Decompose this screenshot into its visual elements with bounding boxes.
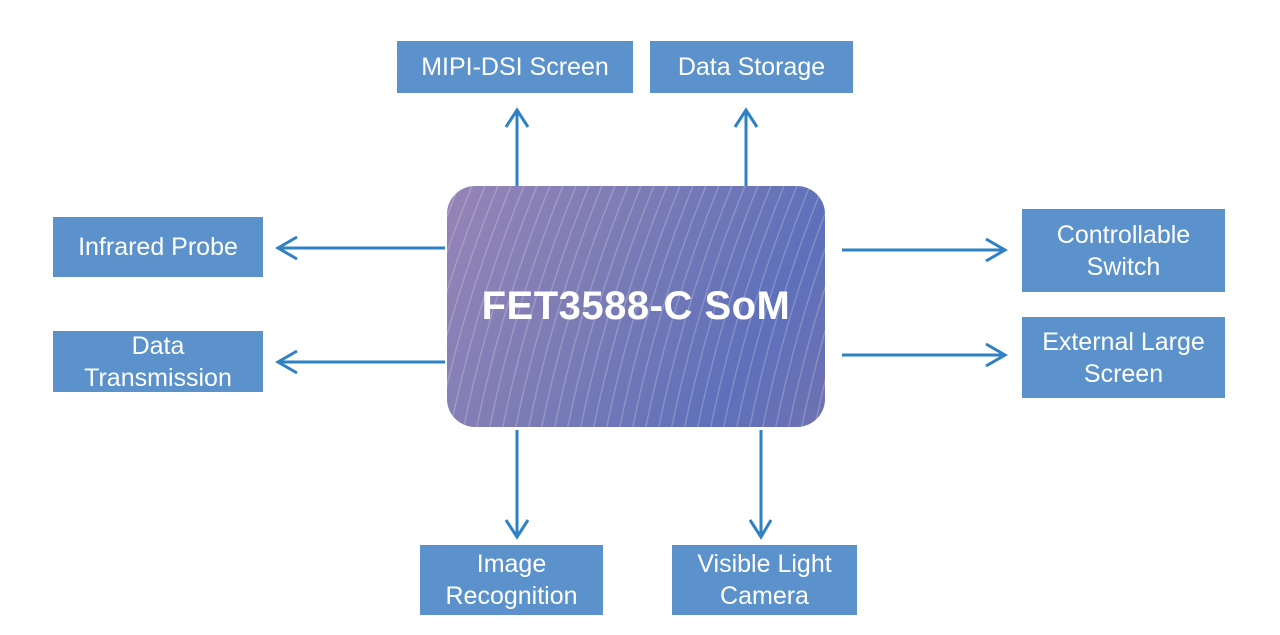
node-label: Infrared Probe xyxy=(78,233,238,261)
arrow-center-to-data-storage xyxy=(733,107,759,186)
node-external-large-screen: External Large Screen xyxy=(1022,317,1225,398)
node-data-storage: Data Storage xyxy=(650,41,853,93)
node-label: MIPI-DSI Screen xyxy=(421,53,609,81)
center-node-fet3588-c-som: FET3588-C SoM xyxy=(447,186,825,427)
node-label: Controllable Switch xyxy=(1056,220,1191,281)
node-label: Visible Light Camera xyxy=(697,550,832,610)
node-visible-light-camera: Visible Light Camera xyxy=(672,545,857,615)
node-mipi-dsi-screen: MIPI-DSI Screen xyxy=(397,41,633,93)
node-label: Data Storage xyxy=(677,53,826,81)
arrow-center-to-image-recognition xyxy=(504,430,530,540)
arrow-center-to-infrared-probe xyxy=(275,235,445,261)
node-data-transmission: Data Transmission xyxy=(53,331,263,392)
center-node-label: FET3588-C SoM xyxy=(481,284,791,328)
center-wave-pattern xyxy=(447,186,825,427)
node-controllable-switch: Controllable Switch xyxy=(1022,209,1225,292)
node-label: External Large Screen xyxy=(1042,327,1205,388)
node-label: Image Recognition xyxy=(445,550,578,610)
arrow-center-to-controllable-switch xyxy=(842,237,1008,263)
node-image-recognition: Image Recognition xyxy=(420,545,603,615)
node-infrared-probe: Infrared Probe xyxy=(53,217,263,277)
node-label: Data Transmission xyxy=(84,331,232,392)
arrow-center-to-mipi-dsi-screen xyxy=(504,107,530,186)
arrow-center-to-external-large-screen xyxy=(842,342,1008,368)
arrow-center-to-data-transmission xyxy=(275,349,445,375)
arrow-center-to-visible-light-camera xyxy=(748,430,773,540)
